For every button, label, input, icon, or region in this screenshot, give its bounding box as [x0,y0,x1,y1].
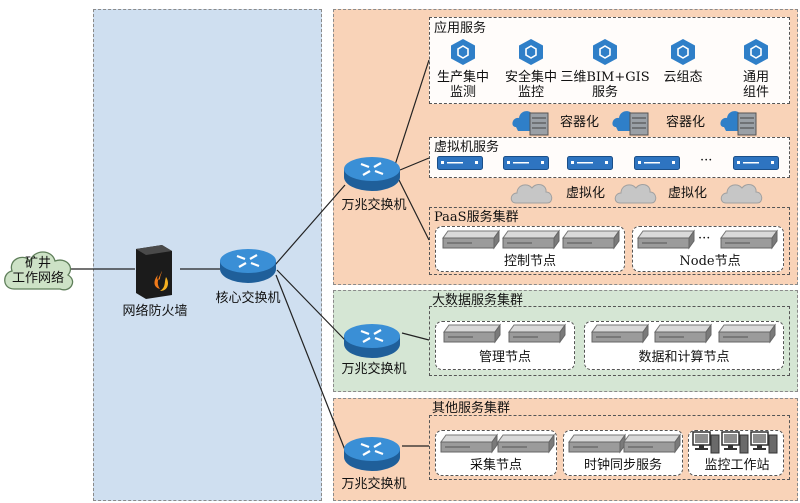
containerization-label: 容器化 [560,115,600,130]
vm-icon [634,156,680,170]
containerization-label: 容器化 [666,115,706,130]
bigdata-cluster-title: 大数据服务集群 [432,293,524,308]
virtualization-cloud-icon [720,184,763,204]
app-hexagon-icon [671,39,695,65]
mgmt-nodes-label: 管理节点 [478,350,531,365]
container-icon [720,111,757,136]
switch-label-1: 万兆交换机 [341,198,407,213]
core-switch-label: 核心交换机 [215,291,281,306]
clock-sync-label: 时钟同步服务 [583,458,662,473]
server-icon [502,229,560,250]
firewall-icon [136,245,172,299]
workstation-icon [692,431,720,454]
server-icon [440,433,498,454]
server-icon [720,229,778,250]
app-service-label: 三维BIM+GIS 服务 [560,70,650,100]
node-nodes-label: Node节点 [679,254,741,269]
vm-icon [503,156,549,170]
switch-icon [344,437,400,471]
other-cluster-title: 其他服务集群 [432,401,511,416]
server-icon [654,323,712,344]
vm-icon [733,156,779,170]
server-icon [637,229,695,250]
virtualization-label: 虚拟化 [566,186,606,201]
virtualization-cloud-icon [510,184,553,204]
vm-services-title: 虚拟机服务 [434,140,500,155]
virtualization-cloud-icon [614,184,657,204]
server-icon [568,433,626,454]
vm-icon [437,156,483,170]
app-hexagon-icon [519,39,543,65]
app-hexagon-icon [451,39,475,65]
collect-nodes-label: 采集节点 [469,458,522,473]
app-services-title: 应用服务 [434,21,487,36]
switch-label-3: 万兆交换机 [341,477,407,492]
switch-icon [344,324,400,358]
container-icon [612,111,649,136]
other-cluster-box [429,415,790,480]
server-icon [508,323,566,344]
workstation-icon [750,431,778,454]
vm-icon [567,156,613,170]
data-nodes-label: 数据和计算节点 [638,350,730,365]
server-icon [497,433,555,454]
server-icon [443,323,501,344]
server-icon [442,229,500,250]
switch-icon [344,157,400,191]
paas-cluster-title: PaaS服务集群 [434,210,519,225]
vm-ellipsis: ··· [700,153,713,168]
server-icon [718,323,776,344]
app-service-label: 生产集中 监测 [436,70,489,100]
switch-label-2: 万兆交换机 [341,362,407,377]
monitor-station-label: 监控工作站 [704,458,770,473]
app-service-label: 云组态 [663,70,703,85]
virtualization-label: 虚拟化 [668,186,708,201]
node-ellipsis: ··· [698,231,711,246]
control-nodes-label: 控制节点 [503,254,556,269]
bigdata-cluster-box [429,306,790,376]
firewall-label: 网络防火墙 [122,304,188,319]
cloud-icon [4,251,74,291]
app-hexagon-icon [593,39,617,65]
container-icon [512,111,549,136]
app-hexagon-icon [744,39,768,65]
app-service-label: 通用 组件 [742,70,769,100]
app-service-label: 安全集中 监控 [504,70,557,100]
mine-network-label: 矿井 工作网络 [11,256,64,286]
workstation-icon [721,431,749,454]
server-icon [562,229,620,250]
server-icon [591,323,649,344]
paas-cluster-box [429,207,790,275]
server-icon [623,433,681,454]
core-switch-icon [220,249,276,283]
